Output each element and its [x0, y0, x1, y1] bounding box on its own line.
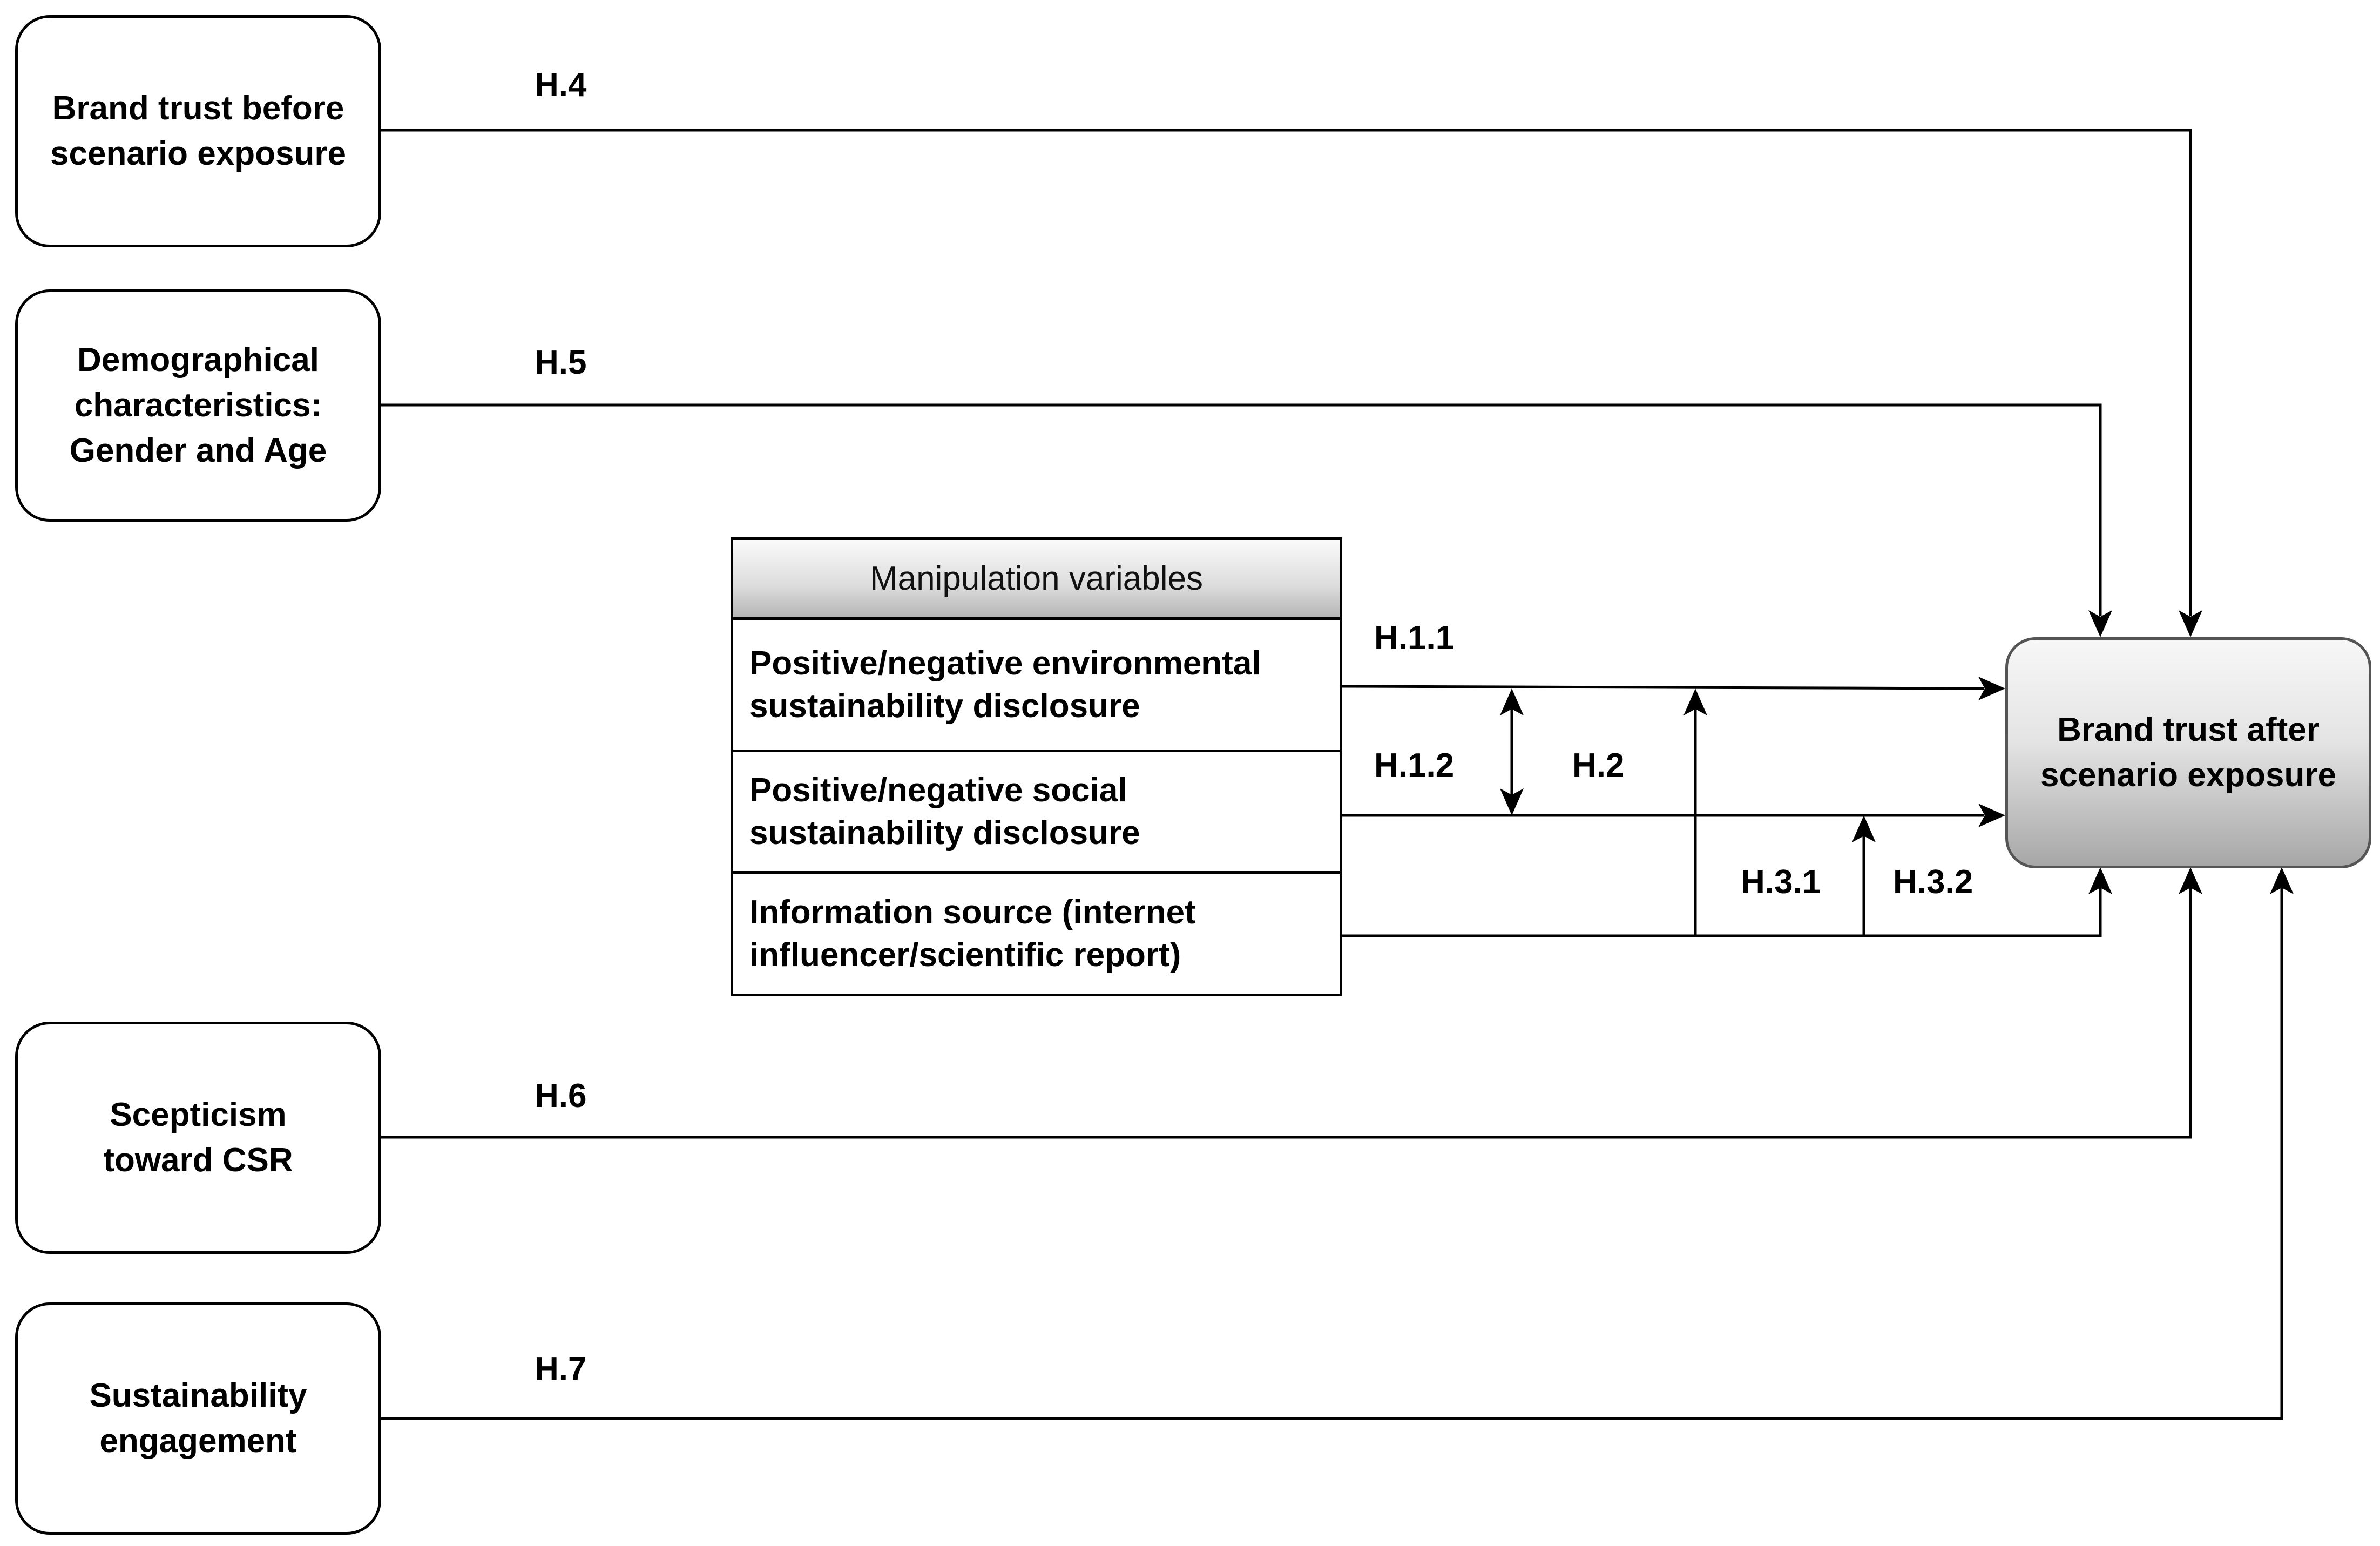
manipulation-row-environmental: Positive/negative environmental sustaina… — [733, 620, 1340, 752]
node-brand-trust-before-label: Brand trust before scenario exposure — [50, 90, 346, 172]
hypothesis-label-h7: H.7 — [535, 1351, 587, 1388]
hypothesis-label-h3-2: H.3.2 — [1893, 863, 1973, 901]
arrowhead-h7 — [2270, 867, 2294, 894]
arrowhead-information-source — [2088, 867, 2112, 894]
arrow-h6 — [381, 888, 2192, 1139]
arrowhead-h6 — [2179, 867, 2202, 894]
manipulation-row-information-source: Information source (internet influencer/… — [733, 874, 1340, 994]
node-demographics-label: Demographical characteristics: Gender an… — [69, 341, 327, 469]
hypothesis-label-h3-1: H.3.1 — [1741, 863, 1821, 901]
manipulation-variables-header: Manipulation variables — [733, 540, 1340, 620]
manipulation-variables-title: Manipulation variables — [870, 560, 1203, 597]
arrowhead-h3-2 — [1852, 815, 1876, 842]
arrowhead-h1-1 — [1978, 677, 2005, 700]
arrowhead-h2-up — [1500, 688, 1524, 715]
manipulation-variables-table: Manipulation variables Positive/negative… — [731, 537, 1342, 996]
node-sustainability-engagement-label: Sustainability engagement — [89, 1377, 307, 1460]
hypothesis-label-h5: H.5 — [535, 344, 587, 381]
hypothesis-label-h1-1: H.1.1 — [1374, 619, 1455, 657]
arrowhead-h2-down — [1500, 788, 1524, 815]
node-scepticism: Scepticism toward CSR — [15, 1022, 381, 1254]
arrowhead-h5 — [2088, 610, 2112, 637]
hypothesis-label-h1-2: H.1.2 — [1374, 747, 1455, 784]
manipulation-row-information-source-label: Information source (internet influencer/… — [749, 893, 1196, 974]
arrowhead-h4 — [2179, 610, 2202, 637]
arrow-h4 — [381, 129, 2192, 616]
arrowhead-h3-1 — [1683, 688, 1707, 715]
arrow-h5 — [381, 403, 2102, 616]
manipulation-row-environmental-label: Positive/negative environmental sustaina… — [749, 644, 1261, 725]
node-brand-trust-after-label: Brand trust after scenario exposure — [2040, 711, 2336, 794]
arrow-information-source — [1342, 888, 2102, 937]
node-sustainability-engagement: Sustainability engagement — [15, 1302, 381, 1535]
arrow-h1-1 — [1342, 685, 1985, 690]
arrowhead-h1-2 — [1978, 804, 2005, 827]
node-brand-trust-after: Brand trust after scenario exposure — [2005, 637, 2371, 868]
hypothesis-label-h4: H.4 — [535, 66, 587, 104]
node-brand-trust-before: Brand trust before scenario exposure — [15, 15, 381, 247]
manipulation-row-social: Positive/negative social sustainability … — [733, 752, 1340, 874]
manipulation-row-social-label: Positive/negative social sustainability … — [749, 771, 1140, 852]
node-demographics: Demographical characteristics: Gender an… — [15, 289, 381, 522]
arrow-h7 — [381, 888, 2283, 1420]
hypothesis-label-h6: H.6 — [535, 1077, 587, 1115]
node-scepticism-label: Scepticism toward CSR — [103, 1096, 293, 1179]
hypothesis-label-h2: H.2 — [1572, 747, 1625, 784]
